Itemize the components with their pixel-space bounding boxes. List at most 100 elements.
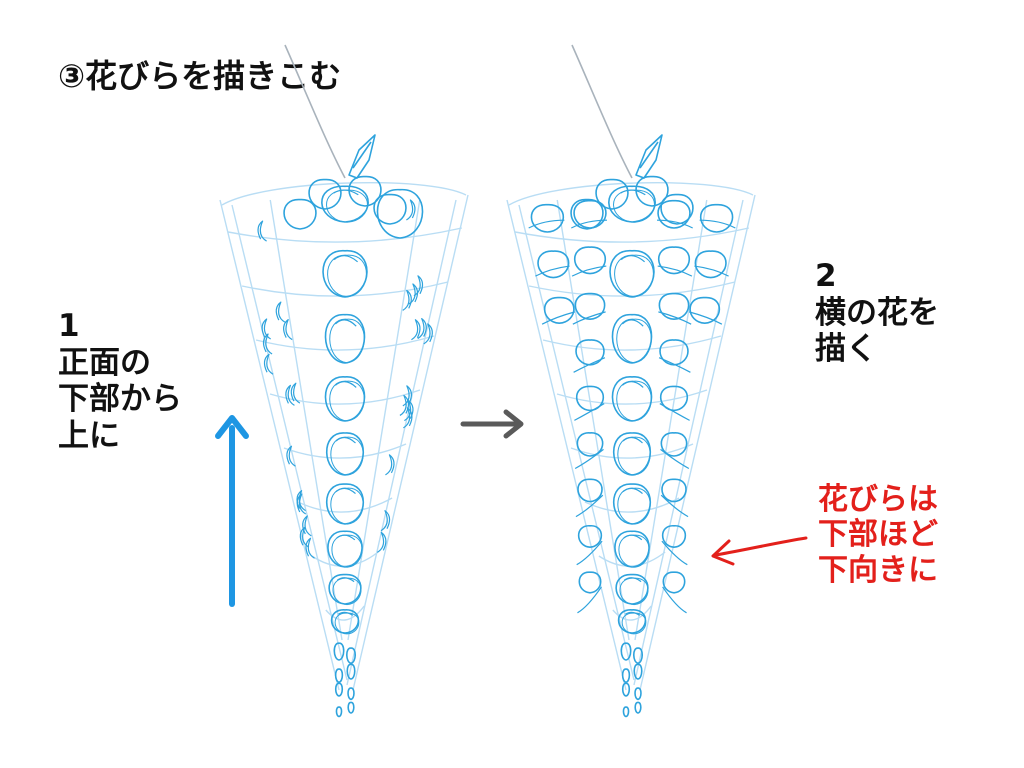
tip-bud — [347, 701, 355, 714]
front-petal — [330, 487, 364, 525]
petal-hatch — [411, 319, 421, 341]
front-petal — [327, 530, 363, 568]
side-petal — [700, 203, 734, 233]
top-bud — [635, 134, 663, 179]
front-petal — [611, 313, 653, 364]
cone-edge-left — [231, 204, 348, 681]
step-2-line-2: 描く — [815, 331, 877, 368]
side-petal — [660, 448, 690, 470]
side-petal — [577, 524, 603, 548]
side-petal — [577, 586, 602, 614]
side-petal — [577, 478, 603, 503]
cone-grid-line — [347, 199, 421, 641]
petal-hatch — [261, 318, 272, 340]
front-petal — [335, 436, 356, 444]
note-line-1: 花びらは — [818, 482, 938, 517]
cone-edge-right — [639, 194, 756, 691]
crown-petal — [308, 178, 342, 210]
crown-petal — [660, 193, 694, 225]
cone-rim — [508, 181, 754, 206]
petal-hatch — [290, 382, 301, 404]
front-petal — [617, 487, 651, 525]
note-line-2: 下部ほど — [818, 517, 938, 553]
front-petal — [623, 534, 643, 541]
front-petal — [614, 530, 650, 568]
crown-petal — [595, 178, 629, 210]
side-petal — [572, 311, 606, 325]
front-petal — [620, 189, 646, 196]
front-petal — [324, 313, 366, 364]
tip-bud — [620, 642, 632, 661]
front-petal — [616, 380, 652, 422]
front-petal — [334, 612, 360, 635]
tip-bud — [346, 663, 356, 680]
side-petal — [573, 357, 606, 373]
side-petal — [658, 246, 690, 275]
front-petal — [618, 534, 650, 568]
side-petal — [571, 219, 608, 229]
petal-hatch — [285, 384, 295, 406]
side-petal — [662, 571, 686, 594]
front-petal — [622, 436, 643, 444]
cone-grid-line — [325, 605, 365, 621]
petal-hatch — [402, 385, 412, 407]
petal-hatch — [296, 490, 306, 512]
side-petal — [543, 296, 575, 324]
petal-direction-note: 花びらは 下部ほど 下向きに — [818, 482, 938, 588]
petal-hatch — [423, 323, 433, 345]
petal-hatch — [305, 537, 315, 559]
step-1-caption: 1 正面の 下部から 上に — [58, 308, 182, 454]
front-petal — [332, 577, 362, 606]
petal-hatch — [263, 353, 274, 375]
cone-grid-line — [297, 497, 393, 513]
side-petal — [571, 265, 607, 277]
side-petal — [574, 246, 606, 275]
step-2-caption: 2 横の花を 描く — [815, 258, 939, 368]
side-petal — [660, 432, 688, 457]
cone-grid-line — [283, 443, 407, 459]
front-petal — [329, 380, 365, 422]
cone-grid-line — [542, 335, 722, 351]
side-petal — [574, 448, 604, 470]
side-petal — [699, 219, 736, 229]
cone-grid-line — [269, 389, 421, 405]
front-petal — [333, 255, 358, 263]
crown-petal — [373, 193, 407, 225]
cone-rim — [221, 181, 467, 206]
side-petal — [694, 265, 729, 277]
side-petal — [688, 311, 723, 325]
pointer-arrow-icon — [711, 536, 808, 566]
side-petal — [659, 385, 689, 412]
front-petal — [325, 483, 365, 525]
side-petal — [535, 265, 570, 277]
petal-hatch — [402, 289, 412, 311]
petal-hatch — [302, 515, 312, 537]
front-petal — [338, 611, 354, 616]
side-petal — [578, 571, 602, 594]
cone-grid-line — [515, 227, 750, 243]
side-petal — [661, 478, 687, 503]
tip-bud — [621, 682, 631, 697]
petal-hatch — [262, 333, 273, 355]
cone-grid-line — [528, 281, 736, 297]
cone-grid-line — [269, 199, 343, 641]
cone-grid-line — [228, 227, 463, 243]
up-arrow-icon — [215, 415, 249, 607]
step-1-number: 1 — [58, 308, 80, 344]
step-2-line-1: 横の花を — [815, 294, 939, 331]
front-petal — [617, 609, 647, 634]
front-petal — [623, 577, 642, 583]
front-petal — [329, 318, 365, 364]
cone-grid-line — [255, 335, 435, 351]
front-petal — [335, 381, 357, 388]
front-petal — [326, 189, 368, 223]
petal-hatch — [417, 317, 427, 340]
step-1-line-1: 正面の — [58, 344, 151, 381]
cone-edge-left — [506, 199, 627, 691]
side-petal — [657, 199, 691, 229]
petal-hatch — [376, 531, 387, 553]
tip-bud — [333, 642, 345, 661]
side-petal — [662, 586, 687, 614]
wisteria-sketch-front — [219, 44, 469, 718]
petal-hatch — [385, 454, 395, 476]
